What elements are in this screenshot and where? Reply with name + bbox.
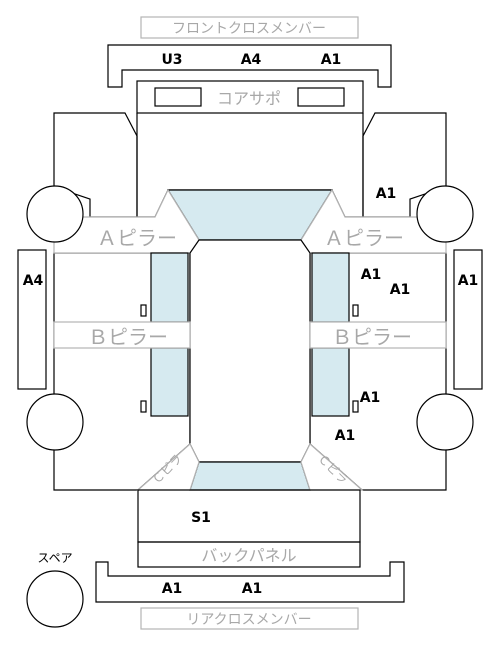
right-rear-window	[311, 347, 350, 417]
left-front-door-handle	[140, 304, 147, 317]
right-b-pillar-lower-grade: A1	[360, 390, 381, 406]
core-support-left-slot	[154, 87, 202, 107]
right-front-door-handle	[352, 304, 359, 317]
right-rear-quarter-grade: A1	[335, 428, 356, 444]
left-a-pillar-label: Ａピラー	[97, 226, 177, 250]
spare-label: スペア	[37, 551, 72, 565]
back-panel	[137, 541, 361, 568]
rear-cross-member-box	[140, 607, 359, 630]
front-member-grade-right: A1	[321, 52, 342, 68]
right-upper-quarter-grade: A1	[376, 186, 397, 202]
rear-window	[189, 461, 311, 491]
rear-member-grade-right: A1	[242, 581, 263, 597]
front-member-grade-left: U3	[161, 52, 182, 68]
trunk-grade: S1	[191, 510, 211, 526]
right-b-pillar	[309, 321, 447, 349]
front-cross-member-box	[140, 16, 359, 39]
rear-member-grade-left: A1	[162, 581, 183, 597]
left-side-panel-grade: A4	[23, 273, 44, 289]
right-front-window	[311, 252, 350, 323]
left-rear-door-handle	[140, 400, 147, 413]
right-side-panel-grade: A1	[458, 273, 479, 289]
rear-cross-member-label: リアクロスメンバー	[186, 612, 311, 628]
core-support-right-slot	[297, 87, 345, 107]
rear-member	[95, 561, 405, 603]
left-side-panel	[17, 249, 47, 390]
left-front-wheel	[26, 185, 84, 243]
front-member	[107, 44, 392, 88]
left-b-pillar-label: Ｂピラー	[88, 325, 168, 349]
back-panel-label: バックパネル	[201, 546, 296, 565]
core-support-label: コアサポ	[217, 89, 281, 108]
left-rear-wheel	[26, 393, 84, 451]
front-cross-member-label: フロントクロスメンバー	[172, 21, 326, 37]
left-front-window	[150, 252, 189, 323]
right-rear-door-handle	[352, 400, 359, 413]
core-support	[136, 80, 364, 114]
cabin-roof	[189, 239, 311, 463]
right-side-panel	[453, 249, 483, 390]
right-a-pillar-lower-grade-1: A1	[361, 267, 382, 283]
right-a-pillar-label: Ａピラー	[324, 226, 404, 250]
trunk	[137, 489, 361, 543]
right-rear-wheel	[416, 393, 474, 451]
spare-tire	[26, 570, 84, 628]
right-front-wheel	[416, 185, 474, 243]
front-member-grade-center: A4	[241, 52, 262, 68]
left-rear-window	[150, 347, 189, 417]
left-b-pillar	[53, 321, 191, 349]
right-a-pillar-lower-grade-2: A1	[390, 282, 411, 298]
right-b-pillar-label: Ｂピラー	[332, 325, 412, 349]
